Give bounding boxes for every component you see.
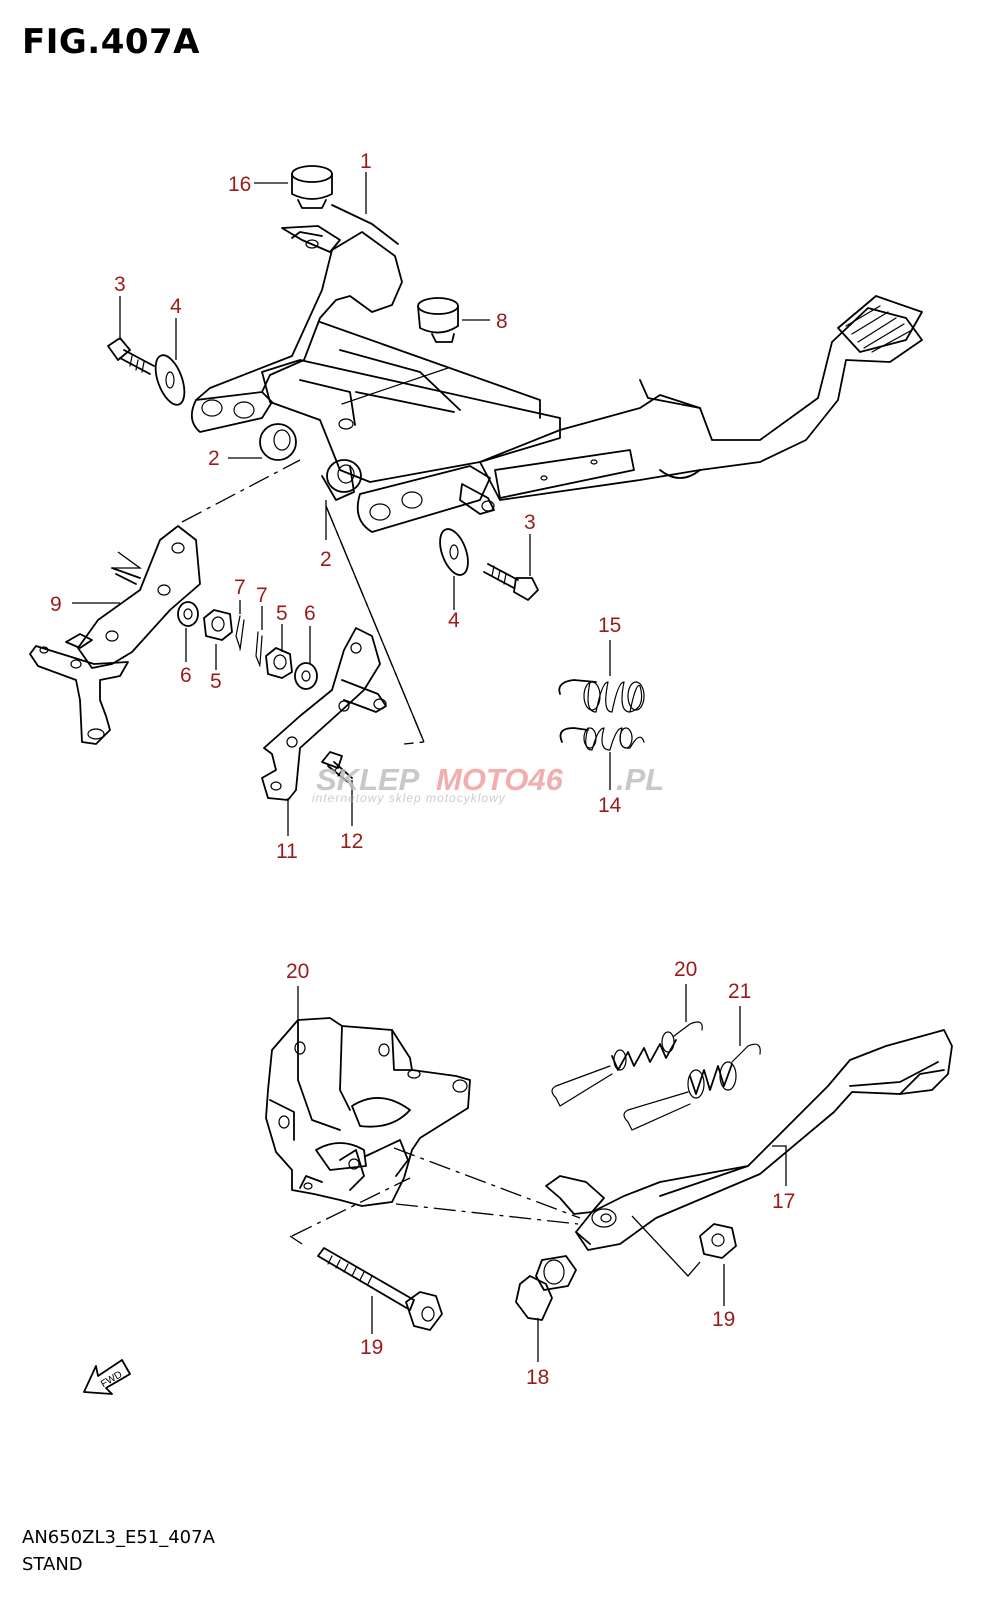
- figure-code: AN650ZL3_E51_407A: [22, 1527, 215, 1548]
- fwd-arrow-icon: FWD: [83, 1359, 131, 1395]
- watermark-domain: .PL: [616, 762, 664, 797]
- watermark-brand-gray: SKLEP: [316, 762, 420, 797]
- washer-upper-left: [154, 354, 186, 406]
- watermark-brand-red: MOTO46: [436, 762, 564, 797]
- spring-13: [558, 679, 645, 713]
- callout-16: 18: [526, 1366, 549, 1389]
- callout-3-upper: 3: [114, 273, 126, 296]
- bolt-19: [317, 1247, 443, 1331]
- callout-19: 19: [360, 1336, 383, 1359]
- spring-12: [559, 727, 645, 751]
- main-bracket-assembly: [190, 204, 923, 533]
- bolt-11: [321, 751, 353, 783]
- watermark-tagline: internetowy sklep motocyklowy: [312, 791, 506, 805]
- stopper-rubber-8: [417, 297, 459, 343]
- callout-12: 14: [598, 794, 622, 817]
- callout-7-left: 7: [234, 576, 246, 599]
- callouts: 16 1 3 4 8 2 2 3 4 9 7 7 5 6 6 5 15 14 1…: [50, 150, 795, 1389]
- bushing-lower: [321, 459, 362, 501]
- nut-5-left: [203, 609, 233, 641]
- spring-20: [551, 1021, 703, 1107]
- callout-2-left: 2: [208, 447, 220, 470]
- footrest-plate-left: [29, 525, 201, 745]
- bushing-upper: [259, 423, 297, 461]
- callout-4-upper: 4: [170, 295, 182, 318]
- washer-6-right: [294, 662, 318, 690]
- cotter-pin-7-left: [235, 615, 245, 651]
- callout-14: 16: [228, 173, 251, 196]
- callout-1: 1: [360, 150, 372, 173]
- callout-20: 20: [674, 958, 697, 981]
- side-stand-bracket: [265, 1017, 471, 1207]
- callout-13: 15: [598, 614, 621, 637]
- callout-11: 12: [340, 830, 363, 853]
- callout-9: 9: [50, 593, 62, 616]
- washer-6-left: [177, 601, 199, 627]
- callout-21: 21: [728, 980, 751, 1003]
- side-stand-15: [545, 1029, 953, 1251]
- bolt-lower-right: [483, 563, 539, 601]
- nut-17: [699, 1223, 737, 1259]
- callout-18: 20: [286, 960, 309, 983]
- figure-title: FIG.407A: [22, 22, 200, 62]
- washer-lower-right: [439, 528, 469, 576]
- callout-15: 17: [772, 1190, 795, 1213]
- callout-4-lower: 4: [448, 609, 460, 632]
- callout-17: 19: [712, 1308, 735, 1331]
- callout-5-left: 5: [210, 670, 222, 693]
- bolt-16: [515, 1255, 577, 1321]
- callout-6-right: 6: [304, 602, 316, 625]
- stopper-rubber-14: [291, 165, 333, 209]
- callout-3-lower: 3: [524, 511, 536, 534]
- watermark: SKLEP MOTO46 .PL internetowy sklep motoc…: [312, 762, 664, 805]
- figure-name: STAND: [22, 1554, 83, 1575]
- callout-8: 8: [496, 310, 508, 333]
- callout-5-right: 5: [276, 602, 288, 625]
- cotter-pin-7-right: [255, 631, 263, 667]
- callout-7-right: 7: [256, 584, 268, 607]
- nut-5-right: [265, 647, 293, 679]
- footrest-plate-right: [261, 627, 387, 801]
- callout-10: 11: [276, 840, 298, 863]
- bolt-upper-left: [107, 337, 155, 375]
- spring-21: [623, 1043, 761, 1131]
- leader-lines: [72, 172, 787, 1362]
- callout-2-lower: 2: [320, 548, 332, 571]
- callout-6-left: 6: [180, 664, 192, 687]
